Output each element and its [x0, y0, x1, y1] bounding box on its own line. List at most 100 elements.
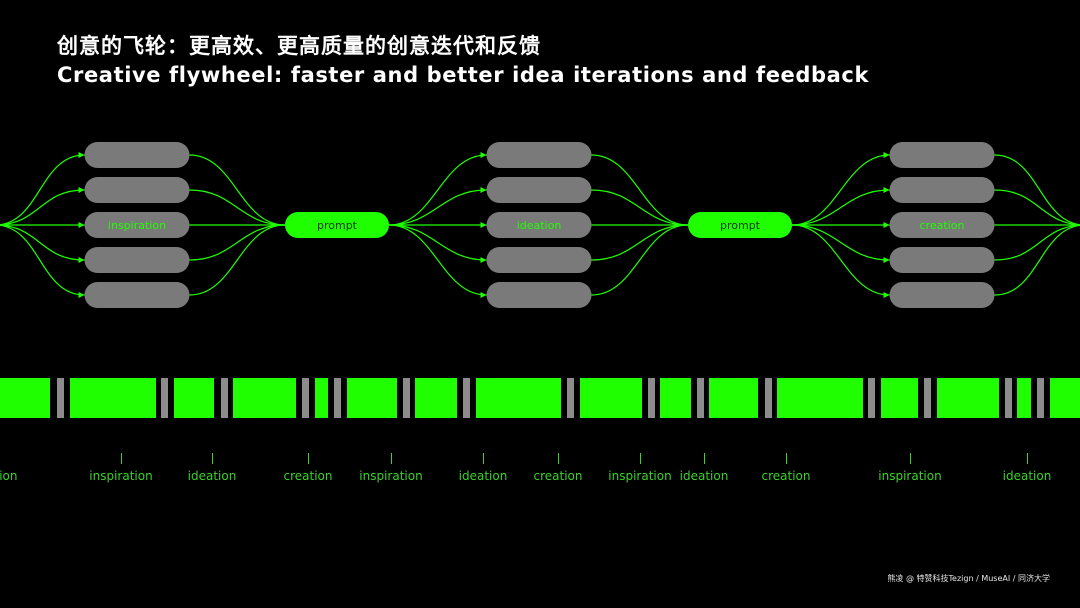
timeline-label: ideation: [458, 469, 508, 483]
timeline-label: inspiration: [608, 469, 672, 483]
arrowhead: [480, 187, 487, 193]
fan-connector: [388, 224, 487, 261]
timeline-tick: [910, 453, 911, 464]
arrowhead: [480, 257, 487, 263]
fan-connector: [189, 154, 286, 226]
iteration-block: [174, 378, 214, 418]
arrowhead: [78, 152, 85, 158]
arrowhead: [480, 292, 487, 298]
timeline-label: ideation: [1002, 469, 1052, 483]
timeline-label: creation: [533, 469, 583, 483]
fan-connector: [189, 224, 286, 261]
fan-connector: [388, 224, 487, 296]
iteration-separator: [924, 378, 931, 418]
iteration-block: [1017, 378, 1031, 418]
option-pill: [84, 142, 190, 168]
timeline-tick: [121, 453, 122, 464]
iteration-block: [70, 378, 156, 418]
iteration-separator: [1005, 378, 1012, 418]
credit-line: 熊凌 @ 特赞科技Tezign / MuseAI / 同济大学: [887, 574, 1050, 583]
page-title-chinese: 创意的飞轮：更高效、更高质量的创意迭代和反馈: [57, 34, 541, 58]
timeline-tick: [483, 453, 484, 464]
timeline-tick: [391, 453, 392, 464]
prompt-pill: [285, 212, 389, 238]
arrowhead: [883, 152, 890, 158]
arrowhead: [78, 187, 85, 193]
option-pill: [84, 177, 190, 203]
timeline-label: ideation: [679, 469, 729, 483]
option-pill: [889, 212, 995, 238]
flywheel-diagram: inspiration ideation creation prompt prompt: [0, 142, 1080, 308]
timeline-label: tion: [0, 469, 18, 483]
iteration-separator: [567, 378, 574, 418]
iteration-block: [580, 378, 642, 418]
option-pill: [486, 282, 592, 308]
iteration-separator: [221, 378, 228, 418]
fan-connector: [791, 189, 890, 226]
fan-connector: [591, 224, 689, 296]
arrowhead: [883, 222, 890, 228]
timeline-tick: [786, 453, 787, 464]
iteration-block: [777, 378, 863, 418]
arrowhead: [883, 292, 890, 298]
fan-connector: [591, 224, 689, 261]
arrowhead: [78, 222, 85, 228]
fan-connector: [591, 189, 689, 226]
iteration-separator: [161, 378, 168, 418]
fan-connector: [994, 224, 1080, 296]
fan-connector: [791, 154, 890, 226]
iteration-block: [476, 378, 561, 418]
iteration-block: [660, 378, 691, 418]
timeline-label: inspiration: [878, 469, 942, 483]
prompt-label: prompt: [317, 219, 358, 232]
option-pill: [889, 282, 995, 308]
timeline-tick: [558, 453, 559, 464]
cluster-label-creation: creation: [920, 219, 965, 232]
iteration-block: [709, 378, 758, 418]
option-pill: [486, 142, 592, 168]
fan-connector: [791, 224, 890, 261]
iteration-block: [233, 378, 296, 418]
option-pill: [84, 282, 190, 308]
option-pill: [486, 212, 592, 238]
iteration-block: [315, 378, 328, 418]
fan-connector: [994, 224, 1080, 261]
iteration-separator: [463, 378, 470, 418]
iteration-separator: [302, 378, 309, 418]
fan-connector: [388, 189, 487, 226]
arrowhead: [480, 222, 487, 228]
page-title-english: Creative flywheel: faster and better ide…: [57, 63, 870, 87]
option-pill: [889, 177, 995, 203]
iteration-separator: [1037, 378, 1044, 418]
option-pill: [84, 247, 190, 273]
arrowhead: [78, 292, 85, 298]
timeline-label: inspiration: [89, 469, 153, 483]
fan-connector: [189, 189, 286, 226]
fan-connector: [388, 154, 487, 226]
iteration-separator: [697, 378, 704, 418]
fan-connector: [0, 154, 85, 225]
iteration-separator: [334, 378, 341, 418]
prompt-pill: [688, 212, 792, 238]
iteration-separator: [868, 378, 875, 418]
timeline-label: creation: [761, 469, 811, 483]
arrowhead: [883, 187, 890, 193]
fan-connector: [591, 154, 689, 226]
option-pill: [486, 247, 592, 273]
cluster-label-inspiration: inspiration: [108, 219, 166, 232]
timeline-label: ideation: [187, 469, 237, 483]
iteration-block: [1050, 378, 1080, 418]
prompt-label: prompt: [720, 219, 761, 232]
cluster-label-ideation: ideation: [517, 219, 562, 232]
fan-connector: [0, 189, 85, 226]
fan-connector: [0, 225, 85, 296]
timeline-label: creation: [283, 469, 333, 483]
fan-connector: [994, 154, 1080, 226]
timeline-tick: [308, 453, 309, 464]
arrowhead: [78, 257, 85, 263]
timeline-tick: [640, 453, 641, 464]
option-pill: [486, 177, 592, 203]
timeline-label: inspiration: [359, 469, 423, 483]
arrowhead: [480, 152, 487, 158]
fan-connector: [994, 189, 1080, 226]
